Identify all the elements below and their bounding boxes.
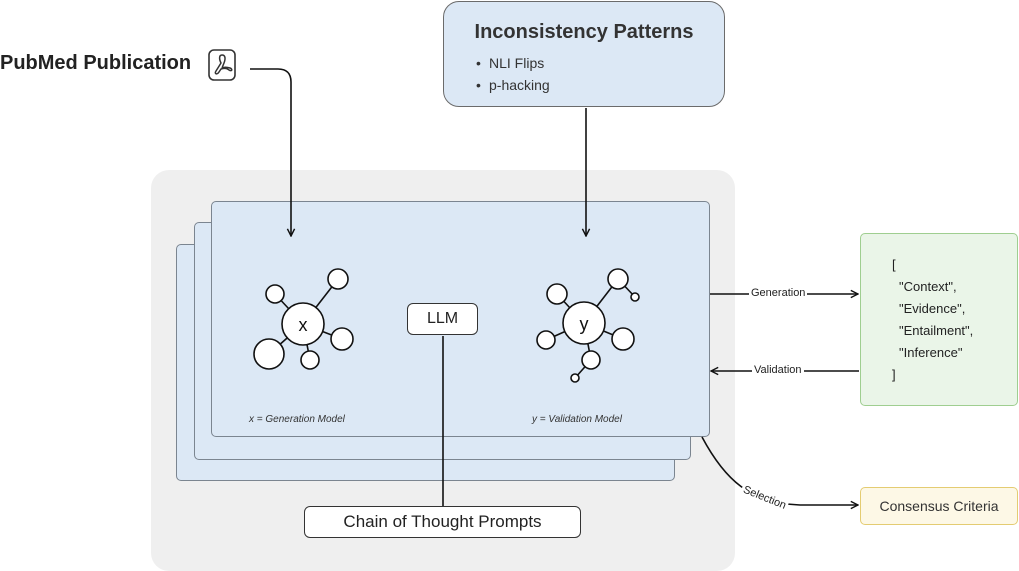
json-item-context: "Context", <box>899 279 957 294</box>
pubmed-arrow <box>250 68 291 236</box>
validation-model-caption: y = Validation Model <box>532 414 622 425</box>
inconsistency-patterns-title: Inconsistency Patterns <box>474 21 694 43</box>
inconsistency-list: NLI Flips p-hacking <box>476 52 550 96</box>
y-symbol: y <box>580 314 589 334</box>
validation-model-graph <box>536 268 640 383</box>
llm-box: LLM <box>407 303 478 335</box>
generation-label: Generation <box>749 287 808 299</box>
generation-model-caption: x = Generation Model <box>249 414 345 425</box>
inconsistency-item-nli-flips: NLI Flips <box>476 52 550 74</box>
json-item-evidence: "Evidence", <box>899 301 966 316</box>
output-fields-box: [ "Context", "Evidence", "Entailment", "… <box>860 233 1018 406</box>
json-item-inference: "Inference" <box>899 345 963 360</box>
validation-label: Validation <box>752 364 804 376</box>
pubmed-publication-label: PubMed Publication <box>0 52 192 74</box>
json-close-bracket: ] <box>892 367 896 382</box>
pdf-icon <box>208 49 236 81</box>
json-item-entailment: "Entailment", <box>899 323 974 338</box>
selection-arrow <box>701 436 858 505</box>
generation-model-graph <box>253 268 354 370</box>
x-symbol: x <box>299 315 308 335</box>
inconsistency-patterns-box: Inconsistency Patterns NLI Flips p-hacki… <box>443 1 725 107</box>
consensus-criteria-box: Consensus Criteria <box>860 487 1018 525</box>
inconsistency-item-p-hacking: p-hacking <box>476 74 550 96</box>
chain-of-thought-prompts-box: Chain of Thought Prompts <box>304 506 581 538</box>
json-open-bracket: [ <box>892 257 896 272</box>
